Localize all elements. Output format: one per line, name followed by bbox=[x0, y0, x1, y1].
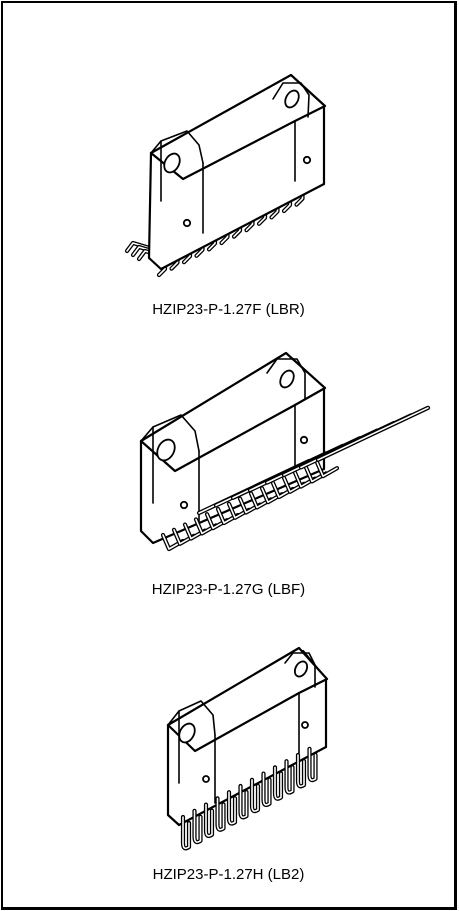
package-g-label: HZIP23-P-1.27G (LBF) bbox=[151, 581, 306, 598]
lead-pin-highlight bbox=[228, 791, 236, 825]
lead-pin-highlight bbox=[216, 797, 225, 831]
package-f-drawing bbox=[124, 73, 327, 278]
lead-pin-highlight bbox=[316, 461, 338, 477]
lead-pin-highlight bbox=[126, 242, 154, 252]
lead-pin-highlight bbox=[262, 772, 271, 806]
package-f-label: HZIP23-P-1.27F (LBR) bbox=[152, 301, 305, 318]
package-h-leads bbox=[180, 746, 318, 851]
package-g-body bbox=[139, 351, 327, 545]
lead-pin-highlight bbox=[274, 766, 282, 800]
package-g-leads bbox=[160, 405, 431, 552]
lead-pin-highlight bbox=[308, 748, 317, 781]
package-g-drawing bbox=[139, 351, 431, 552]
package-f-body bbox=[147, 73, 327, 271]
lead-pin-highlight bbox=[317, 407, 429, 461]
lead-pin-highlight bbox=[182, 816, 190, 850]
lead-pin-highlight bbox=[193, 810, 202, 843]
lead-pin-highlight bbox=[205, 803, 213, 837]
package-h-drawing bbox=[166, 646, 329, 851]
lead-pin-highlight bbox=[251, 779, 259, 812]
package-h-label: HZIP23-P-1.27H (LB2) bbox=[152, 866, 305, 883]
lead-pin-highlight bbox=[285, 760, 294, 794]
lead-pin-highlight bbox=[297, 754, 305, 788]
package-h-body bbox=[166, 646, 329, 827]
lead-pin-highlight bbox=[239, 785, 248, 819]
